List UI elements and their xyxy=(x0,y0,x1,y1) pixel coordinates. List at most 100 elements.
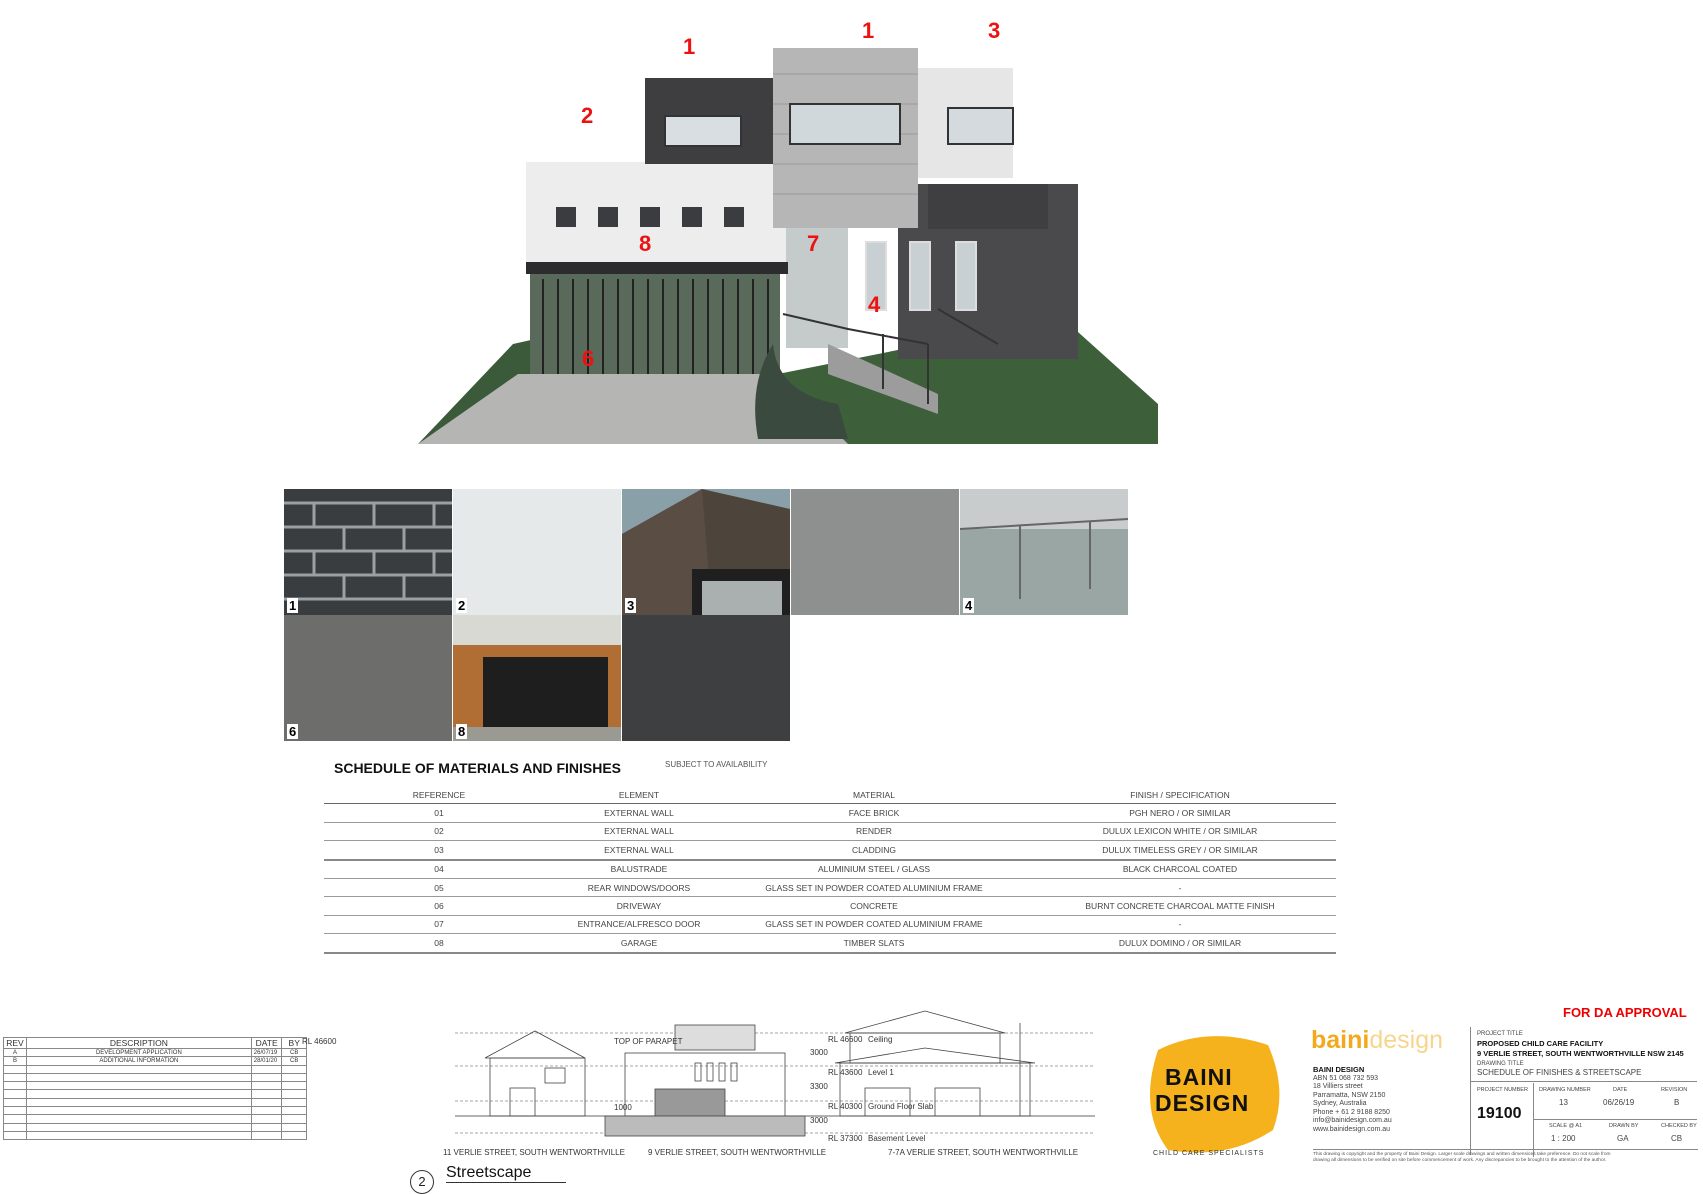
dimension-label: 3000 xyxy=(810,1116,828,1125)
face-brick-swatch: 1 xyxy=(284,489,452,615)
table-cell: CB xyxy=(281,1047,307,1058)
column-header: REV xyxy=(3,1037,27,1049)
scale-value: 1 : 200 xyxy=(1551,1134,1576,1143)
parapet-note: TOP OF PARAPET xyxy=(614,1037,683,1046)
table-cell: DEVELOPMENT APPLICATION xyxy=(25,1047,252,1058)
callout-label: 1 xyxy=(862,18,875,43)
table-cell: 26/07/19 xyxy=(250,1047,283,1058)
swatch-number: 2 xyxy=(456,598,468,613)
table-cell: EXTERNAL WALL xyxy=(554,840,724,861)
drawing-title-label: DRAWING TITLE xyxy=(1477,1061,1524,1067)
brand-wordmark: bainidesign xyxy=(1311,1026,1443,1055)
table-cell: TIMBER SLATS xyxy=(724,933,1024,954)
schedule-subtitle: SUBJECT TO AVAILABILITY xyxy=(665,760,768,769)
table-cell: 01 xyxy=(324,803,554,823)
title-block-panel: PROJECT TITLE PROPOSED CHILD CARE FACILI… xyxy=(1470,1027,1701,1157)
table-cell: DULUX TIMELESS GREY / OR SIMILAR xyxy=(1024,840,1336,861)
streetscape-label: 7-7A VERLIE STREET, SOUTH WENTWORTHVILLE xyxy=(888,1148,1079,1157)
column-header: DESCRIPTION xyxy=(25,1037,252,1049)
schedule-title: SCHEDULE OF MATERIALS AND FINISHES xyxy=(334,760,622,776)
table-cell: - xyxy=(1024,878,1336,898)
dimension-label: 3000 xyxy=(810,1048,828,1057)
brand-wordmark-a: baini xyxy=(1311,1026,1370,1054)
level-label: Basement Level xyxy=(868,1134,926,1143)
swatch-number: 6 xyxy=(287,724,299,739)
cladding-photo-swatch: 3 xyxy=(622,489,790,615)
table-cell: ALUMINIUM STEEL / GLASS xyxy=(724,859,1024,879)
company-name: BAINI DESIGN xyxy=(1313,1065,1365,1074)
table-cell: RENDER xyxy=(724,822,1024,842)
table-cell: 06 xyxy=(324,896,554,916)
table-cell: EXTERNAL WALL xyxy=(554,803,724,823)
baini-design-logo: BAINI DESIGN CHILD CARE SPECIALISTS xyxy=(1138,1030,1284,1162)
table-cell: DULUX DOMINO / OR SIMILAR xyxy=(1024,933,1336,954)
timber-garage-photo-swatch: 8 xyxy=(453,615,621,741)
swatch-number: 8 xyxy=(456,724,468,739)
table-cell: REAR WINDOWS/DOORS xyxy=(554,878,724,898)
project-address: 9 VERLIE STREET, SOUTH WENTWORTHVILLE NS… xyxy=(1477,1049,1684,1058)
table-row xyxy=(3,1122,307,1132)
table-row xyxy=(3,1072,307,1083)
company-abn: ABN 51 068 732 593 xyxy=(1313,1074,1378,1082)
render-white-swatch: 2 xyxy=(453,489,621,615)
column-header: FINISH / SPECIFICATION xyxy=(1024,786,1336,805)
column-header: REFERENCE xyxy=(324,786,554,805)
callout-label: 3 xyxy=(988,18,1001,43)
table-cell: 02 xyxy=(324,822,554,842)
table-cell: GARAGE xyxy=(554,933,724,954)
company-email: info@bainidesign.com.au xyxy=(1313,1117,1392,1124)
company-address: Parramatta, NSW 2150 xyxy=(1313,1091,1386,1099)
schedule-table: REFERENCE ELEMENT MATERIAL FINISH / SPEC… xyxy=(324,786,1336,954)
rl-label: RL 37300 xyxy=(828,1134,863,1143)
scale-label: SCALE @ A1 xyxy=(1549,1123,1583,1129)
column-header: ELEMENT xyxy=(554,786,724,805)
table-cell: GLASS SET IN POWDER COATED ALUMINIUM FRA… xyxy=(724,878,1024,898)
company-details: BAINI DESIGN ABN 51 068 732 593 18 Villi… xyxy=(1313,1065,1392,1134)
concrete-swatch: 6 xyxy=(284,615,452,741)
streetscape-label: 9 VERLIE STREET, SOUTH WENTWORTHVILLE xyxy=(648,1148,827,1157)
view-title: Streetscape xyxy=(446,1164,532,1181)
view-title-underline xyxy=(446,1182,566,1183)
streetscape-drawing xyxy=(455,993,1095,1161)
table-row xyxy=(3,1130,307,1141)
table-cell: 28/01/20 xyxy=(250,1056,283,1066)
rl-label: RL 46600 xyxy=(828,1035,863,1044)
level-label: Ceiling xyxy=(868,1035,893,1044)
table-cell: ENTRANCE/ALFRESCO DOOR xyxy=(554,915,724,935)
level-label: Ground Floor Slab xyxy=(868,1102,934,1111)
charcoal-swatch xyxy=(622,615,790,741)
view-number: 2 xyxy=(410,1170,434,1194)
table-cell: B xyxy=(3,1056,27,1066)
project-title-label: PROJECT TITLE xyxy=(1477,1031,1523,1037)
logo-tagline: CHILD CARE SPECIALISTS xyxy=(1153,1150,1265,1157)
project-number: 19100 xyxy=(1477,1105,1522,1122)
building-render xyxy=(418,44,1158,444)
column-header: MATERIAL xyxy=(724,786,1024,805)
drawing-number-label: DRAWING NUMBER xyxy=(1539,1087,1591,1093)
logo-text: DESIGN xyxy=(1155,1090,1250,1116)
da-approval-label: FOR DA APPROVAL xyxy=(1563,1005,1687,1020)
table-row xyxy=(3,1089,307,1099)
brand-wordmark-b: design xyxy=(1369,1026,1444,1054)
table-cell: 04 xyxy=(324,859,554,879)
callout-label: 8 xyxy=(639,231,652,256)
table-cell: GLASS SET IN POWDER COATED ALUMINIUM FRA… xyxy=(724,915,1024,935)
table-cell: EXTERNAL WALL xyxy=(554,822,724,842)
table-row xyxy=(3,1114,307,1124)
disclaimer: drawing all dimensions to be verified on… xyxy=(1313,1158,1607,1163)
table-cell: 03 xyxy=(324,840,554,861)
table-cell: DULUX LEXICON WHITE / OR SIMILAR xyxy=(1024,822,1336,842)
rl-label: RL 40300 xyxy=(828,1102,863,1111)
table-cell: 08 xyxy=(324,933,554,954)
level-label: Level 1 xyxy=(868,1068,894,1077)
table-cell: ADDITIONAL INFORMATION xyxy=(25,1056,252,1066)
table-cell: BLACK CHARCOAL COATED xyxy=(1024,859,1336,879)
table-row xyxy=(3,1097,307,1108)
